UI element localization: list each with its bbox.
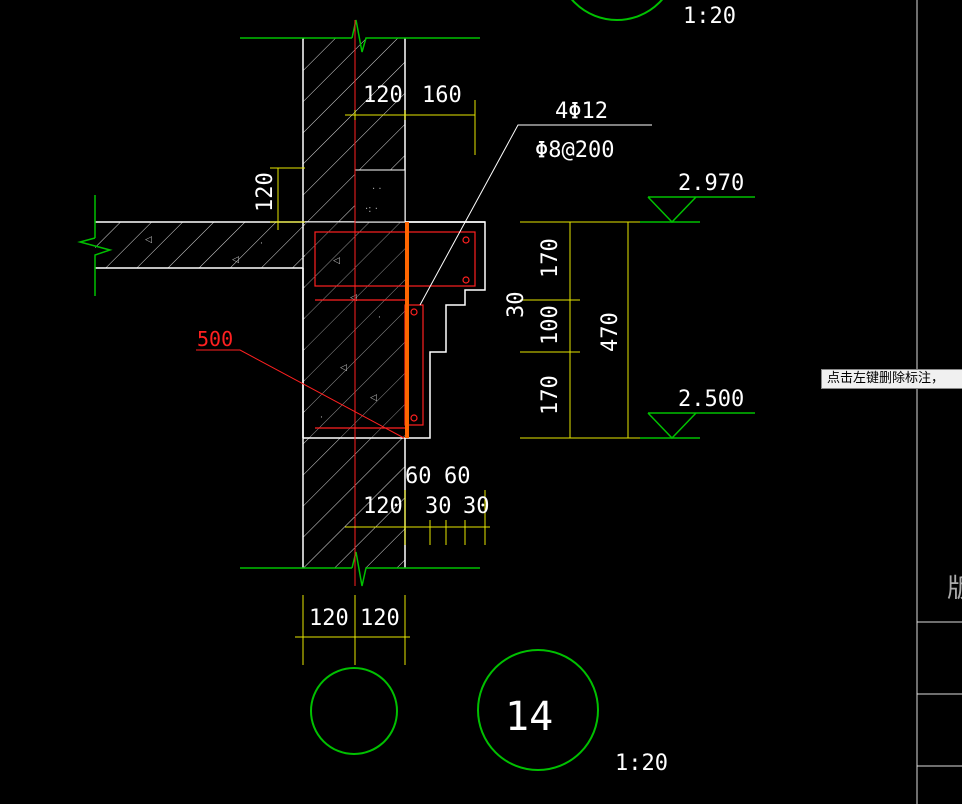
detail-circle xyxy=(477,649,599,771)
leader-500 xyxy=(196,349,405,439)
dim-wall-left: 120 xyxy=(363,83,403,108)
elevation-upper-label: 2.970 xyxy=(678,171,744,196)
dim-beam-total: 470 xyxy=(598,312,623,352)
dim-step: 30 xyxy=(504,292,529,319)
dim-s1: 60 xyxy=(405,464,432,489)
elevation-lower xyxy=(640,412,755,440)
svg-text:◁: ◁ xyxy=(350,293,357,303)
dim-bottom-right: 120 xyxy=(360,606,400,631)
dim-beam-bottom: 170 xyxy=(538,375,563,415)
svg-text:·: · xyxy=(260,239,263,249)
bottom-dimensions xyxy=(295,490,490,665)
svg-text:◁: ◁ xyxy=(145,235,152,245)
rebar-main-label: 4Φ12 xyxy=(555,99,608,124)
elevation-upper xyxy=(640,196,755,224)
top-dimensions xyxy=(270,100,476,230)
axis-circle xyxy=(310,667,398,755)
dim-top-right: 160 xyxy=(422,83,462,108)
svg-text:· ·: · · xyxy=(372,184,382,195)
svg-text:◁: ◁ xyxy=(232,255,239,265)
right-dimensions xyxy=(520,221,640,439)
dim-beam-mid: 100 xyxy=(538,305,563,345)
dim-s3: 30 xyxy=(425,494,452,519)
svg-text:◁: ◁ xyxy=(333,256,340,266)
dim-s4: 30 xyxy=(463,494,490,519)
svg-text:◁: ◁ xyxy=(340,363,347,373)
rebar-stirrup-label: Φ8@200 xyxy=(535,138,614,163)
top-circle xyxy=(570,0,664,21)
concrete-speckles: ◁ ◁ · ◁ ◁ ◁ · ◁ · xyxy=(145,235,381,423)
break-symbols xyxy=(77,19,480,587)
dim-base-left: 120 xyxy=(363,494,403,519)
wall-section xyxy=(302,38,406,568)
dim-beam-top: 170 xyxy=(538,238,563,278)
scale-top-label: 1:20 xyxy=(683,4,736,29)
rebar-leader xyxy=(419,124,652,306)
svg-text:·: · xyxy=(378,313,381,323)
dim-bottom-left: 120 xyxy=(309,606,349,631)
dim-s2: 60 xyxy=(444,464,471,489)
dim-slab: 120 xyxy=(253,172,278,212)
svg-text:·: · xyxy=(320,413,323,423)
scale-bottom-label: 1:20 xyxy=(615,751,668,776)
svg-text:◁: ◁ xyxy=(370,393,377,403)
elevation-lower-label: 2.500 xyxy=(678,387,744,412)
side-panel-glyph: 版 xyxy=(947,574,962,604)
svg-text:·: ·: ·: · xyxy=(365,204,378,215)
leader-500-label: 500 xyxy=(197,327,233,351)
detail-number: 14 xyxy=(505,694,553,740)
floor-slab xyxy=(95,221,485,269)
delete-annotation-tooltip: 点击左键删除标注， xyxy=(821,369,962,389)
